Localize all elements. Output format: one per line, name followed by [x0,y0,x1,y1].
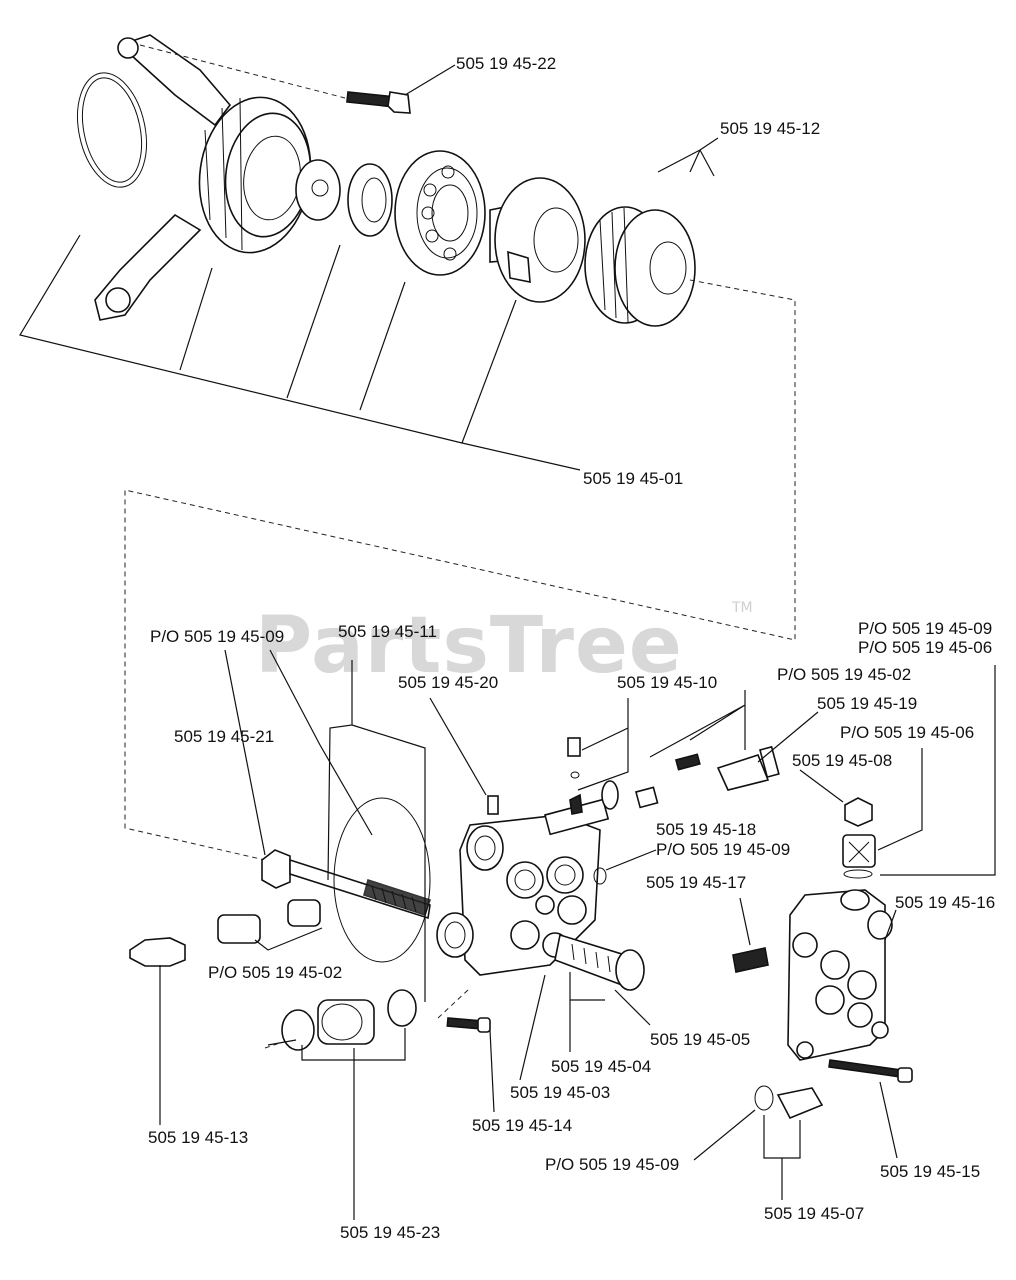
bearing-set [347,150,486,276]
parts-tree-watermark: PartsTree [255,601,683,691]
label-505-19-45-10: 505 19 45-10 [617,673,717,692]
label-po-505-19-45-02-top: P/O 505 19 45-02 [777,665,911,684]
label-505-19-45-13: 505 19 45-13 [148,1128,248,1147]
label-505-19-45-18: 505 19 45-18 [656,820,756,839]
label-po-505-19-45-09-left: P/O 505 19 45-09 [150,627,284,646]
plug-08 [842,797,876,879]
watermark-trademark: TM [731,600,753,616]
screw-15 [828,1059,913,1083]
label-505-19-45-21: 505 19 45-21 [174,727,274,746]
crankcase-assembly [77,34,341,321]
inlet-fittings [129,899,417,1051]
thrust-bearing [584,206,696,327]
label-505-19-45-05: 505 19 45-05 [650,1030,750,1049]
plunger-assembly [261,797,432,963]
label-po-505-19-45-09-bottom: P/O 505 19 45-09 [545,1155,679,1174]
valve-07 [754,1085,824,1120]
spring-17 [732,947,769,973]
label-po-505-19-45-06-right: P/O 505 19 45-06 [858,638,992,657]
label-505-19-45-15: 505 19 45-15 [880,1162,980,1181]
label-po-505-19-45-09-mid: P/O 505 19 45-09 [656,840,790,859]
unloader-assembly [542,932,645,991]
oring-18 [593,867,607,885]
callout-labels: 505 19 45-22 505 19 45-12 505 19 45-01 P… [148,54,995,1242]
check-valve-parts [487,737,780,815]
label-505-19-45-22: 505 19 45-22 [456,54,556,73]
pump-manifold [436,780,619,976]
label-505-19-45-01: 505 19 45-01 [583,469,683,488]
label-505-19-45-03: 505 19 45-03 [510,1083,610,1102]
screw-14 [446,1017,491,1033]
label-505-19-45-17: 505 19 45-17 [646,873,746,892]
outlet-manifold [787,889,893,1061]
label-po-505-19-45-06: P/O 505 19 45-06 [840,723,974,742]
label-po-505-19-45-09-right: P/O 505 19 45-09 [858,619,992,638]
label-505-19-45-14: 505 19 45-14 [472,1116,572,1135]
label-505-19-45-11: 505 19 45-11 [338,622,437,641]
label-505-19-45-23: 505 19 45-23 [340,1223,440,1242]
label-505-19-45-04: 505 19 45-04 [551,1057,651,1076]
label-po-505-19-45-02-bottom: P/O 505 19 45-02 [208,963,342,982]
housing-bolt [346,91,411,114]
wobble-plate [489,177,586,303]
label-505-19-45-16: 505 19 45-16 [895,893,995,912]
label-505-19-45-19: 505 19 45-19 [817,694,917,713]
label-505-19-45-08: 505 19 45-08 [792,751,892,770]
label-505-19-45-07: 505 19 45-07 [764,1204,864,1223]
label-505-19-45-20: 505 19 45-20 [398,673,498,692]
leader-lines [159,649,996,1220]
label-505-19-45-12: 505 19 45-12 [720,119,820,138]
